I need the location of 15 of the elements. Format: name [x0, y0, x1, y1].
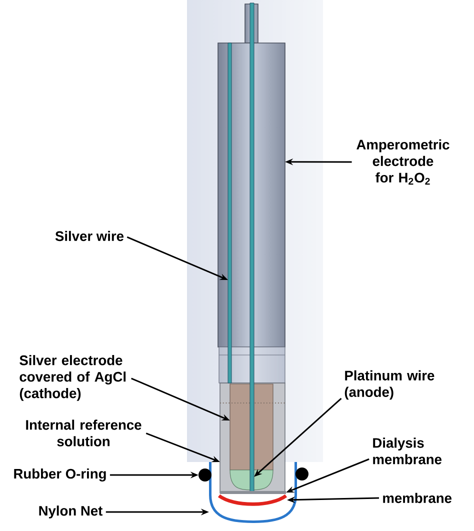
part-label: Silver electrode covered of AgCl (cathode): [20, 355, 126, 401]
part-label: Internal reference solution: [26, 420, 142, 446]
o-ring: [198, 468, 212, 482]
part-label: Dialysis membrane: [373, 438, 442, 464]
part-label: Nylon Net: [39, 506, 102, 518]
part-label: Platinum wire (anode): [344, 370, 434, 400]
o-ring: [296, 468, 308, 480]
wire: [228, 42, 232, 384]
part-label: Amperometric electrode for H$_{2}$O$_{2}$: [356, 139, 450, 185]
part-label: Silver wire: [55, 230, 124, 242]
wire: [250, 2, 254, 492]
curved-membrane: [218, 494, 287, 506]
membrane: [220, 491, 286, 494]
part-label: membrane: [383, 492, 452, 504]
part-label: Rubber O-ring: [14, 468, 106, 482]
